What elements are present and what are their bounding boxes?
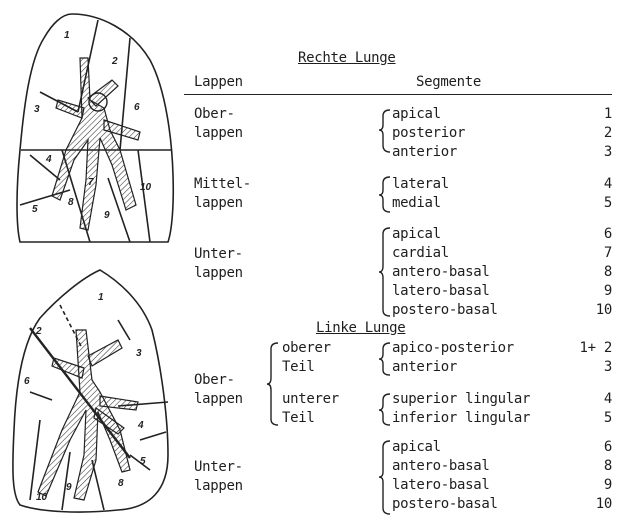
segment-number: 6 [604,226,612,242]
left-segment-label: 2 [35,326,42,337]
lobe-name: Unter- [194,246,243,262]
left-segment-label: 8 [118,478,124,489]
segment-name: cardial [392,245,449,261]
segment-name: postero-basal [392,496,498,512]
brace-links-oberer-teil [379,343,390,375]
segment-number: 3 [604,359,612,375]
segment-number: 8 [604,458,612,474]
brace-rechts-ober [379,110,390,152]
segment-number: 9 [604,477,612,493]
segment-number: 3 [604,144,612,160]
segment-name: apical [392,226,441,242]
segment-number: 5 [604,410,612,426]
right-segment-label: 7 [88,177,94,188]
segment-name: apical [392,439,441,455]
segment-name: antero-basal [392,264,490,280]
lobe-name: lappen [194,391,243,407]
right-segment-label: 9 [104,210,110,221]
right-segment-label: 4 [45,154,52,165]
header-rule [184,94,612,95]
lobe-name: lappen [194,125,243,141]
right-segment-label: 10 [140,182,152,193]
segment-number: 6 [604,439,612,455]
segment-name: latero-basal [392,283,490,299]
right-lung-title: Rechte Lunge [298,50,396,66]
segment-name: apical [392,106,441,122]
segment-number: 1 [604,106,612,122]
brace-rechts-unter [379,228,390,316]
segment-number: 9 [604,283,612,299]
segment-name: medial [392,195,441,211]
lobe-name: Unter- [194,459,243,475]
left-segment-label: 1 [98,292,104,303]
braces [267,110,390,514]
segment-number: 10 [596,302,612,318]
left-segment-label: 10 [36,492,48,503]
right-segment-label: 1 [64,30,70,41]
segment-name: superior lingular [392,391,530,407]
right-segment-label: 2 [111,56,118,67]
segment-name: postero-basal [392,302,498,318]
segment-number: 1+ 2 [579,340,612,356]
right-segment-label: 6 [134,102,140,113]
segment-number: 4 [604,176,612,192]
part-name: Teil [282,359,315,375]
lobe-name: Mittel- [194,176,251,192]
right-segment-label: 3 [34,104,40,115]
segment-number: 2 [604,125,612,141]
part-name: Teil [282,410,315,426]
brace-rechts-mittel [379,177,390,212]
left-lung-diagram: 1 2 3 4 5 6 8 9 10 [13,270,168,512]
right-lung-diagram: 1 2 3 4 5 6 7 8 9 10 [17,14,173,242]
part-name: oberer [282,340,331,356]
lobe-name: lappen [194,265,243,281]
right-segment-label: 5 [32,204,38,215]
right-bronchial-tree [52,58,136,230]
lobe-name: lappen [194,478,243,494]
lobe-name: lappen [194,195,243,211]
left-segment-label: 5 [140,456,146,467]
part-name: unterer [282,391,339,407]
lobe-name: Ober- [194,372,235,388]
column-header-segments: Segmente [416,74,481,90]
segment-name: anterior [392,144,457,160]
segment-number: 4 [604,391,612,407]
left-lung-title: Linke Lunge [316,320,405,336]
brace-links-unterer-teil [379,394,390,425]
segment-name: apico-posterior [392,340,514,356]
segment-name: latero-basal [392,477,490,493]
brace-links-ober [267,343,278,425]
segment-name: antero-basal [392,458,490,474]
segment-number: 10 [596,496,612,512]
segment-name: posterior [392,125,465,141]
right-segment-label: 8 [68,197,74,208]
segment-name: lateral [392,176,449,192]
segment-number: 7 [604,245,612,261]
segment-name: anterior [392,359,457,375]
segment-number: 5 [604,195,612,211]
left-segment-label: 3 [136,348,142,359]
column-header-lobes: Lappen [194,74,243,90]
segment-number: 8 [604,264,612,280]
lobe-name: Ober- [194,106,235,122]
left-segment-label: 4 [137,420,144,431]
left-segment-label: 6 [24,376,30,387]
brace-links-unter [379,441,390,514]
segment-name: inferior lingular [392,410,530,426]
left-segment-label: 9 [66,482,72,493]
